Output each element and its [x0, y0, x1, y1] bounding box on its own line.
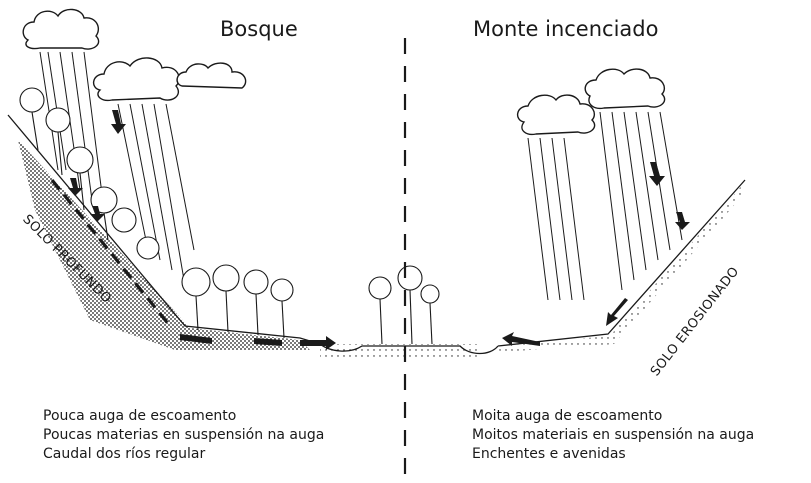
cloud-icon	[22, 8, 666, 136]
right-note-1: Moita auga de escoamento	[472, 408, 663, 424]
left-note-2: Poucas materias en suspensión na auga	[43, 427, 325, 443]
valley-line	[319, 343, 499, 355]
right-notes: Moita auga de escoamento Moitos materiai…	[472, 407, 754, 464]
left-notes: Pouca auga de escoamento Poucas materias…	[43, 407, 324, 464]
right-note-2: Moitos materiais en suspensión na auga	[472, 427, 755, 443]
tree-icon	[19, 87, 440, 345]
right-title: Monte incenciado	[473, 17, 659, 41]
right-note-3: Enchentes e avenidas	[472, 446, 626, 462]
left-note-1: Pouca auga de escoamento	[43, 408, 237, 424]
deep-soil	[18, 140, 310, 350]
rain-icon	[39, 51, 683, 301]
left-note-3: Caudal dos ríos regular	[43, 446, 206, 462]
runoff-arrow-icon	[68, 110, 690, 350]
right-slope-line	[497, 179, 746, 347]
left-title: Bosque	[220, 17, 298, 41]
eroded-soil	[498, 182, 745, 352]
